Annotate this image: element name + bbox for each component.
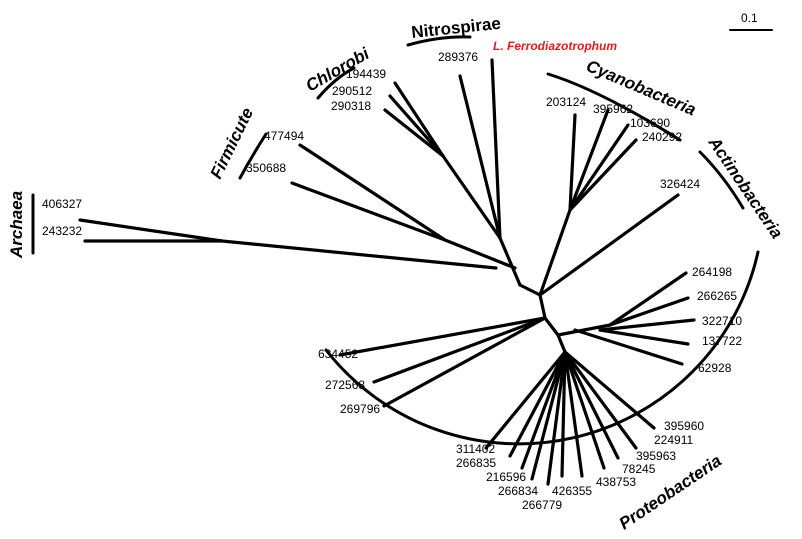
branch <box>598 328 690 346</box>
branch <box>220 239 498 270</box>
branch <box>490 58 502 240</box>
branch <box>484 350 567 450</box>
actinobacteria-label: Actinobacteria <box>704 133 786 242</box>
branch <box>520 350 567 470</box>
leaf-label: 137722 <box>702 334 742 348</box>
branch <box>538 193 680 297</box>
actinobacteria-bracket <box>698 150 745 210</box>
branch <box>498 236 522 287</box>
leaf-label: 62928 <box>698 361 732 375</box>
branch <box>518 283 542 297</box>
branch <box>443 238 517 270</box>
leaf-label: 290512 <box>332 84 372 98</box>
leaf-label: 269796 <box>340 402 380 416</box>
leaf-label: 240292 <box>642 130 682 144</box>
branch <box>383 108 445 158</box>
leaf-label: 78245 <box>622 462 656 476</box>
leaf-label: 395960 <box>664 419 704 433</box>
branch <box>556 333 567 354</box>
branch <box>78 218 224 243</box>
branch <box>298 143 447 242</box>
chlorobi-bracket <box>316 66 356 100</box>
leaf-label: 406327 <box>42 197 82 211</box>
tree-branches <box>78 58 696 486</box>
branch <box>382 316 547 408</box>
archaea-label: Archaea <box>7 191 26 259</box>
leaf-label: 289376 <box>438 50 478 64</box>
branch <box>546 350 567 486</box>
nitrospirae-bracket <box>406 35 472 47</box>
leaf-label: 326424 <box>660 177 700 191</box>
leaf-label: 395962 <box>593 102 633 116</box>
leaf-label: 272568 <box>325 378 365 392</box>
branch <box>608 296 690 327</box>
leaf-label: 322710 <box>702 314 742 328</box>
branch <box>568 113 577 212</box>
leaf-label: 395963 <box>636 449 676 463</box>
branch <box>530 350 567 481</box>
leaf-label: 224911 <box>654 433 693 447</box>
branch <box>393 81 445 158</box>
branch <box>338 316 547 357</box>
branch <box>568 123 630 212</box>
branch <box>563 350 656 430</box>
leaf-label: 243232 <box>42 224 82 238</box>
scale-label: 0.1 <box>741 11 758 25</box>
branch <box>556 323 612 337</box>
branch <box>563 350 638 450</box>
branch <box>441 154 502 240</box>
leaf-label: 264198 <box>692 265 732 279</box>
leaf-label: 290318 <box>331 99 371 113</box>
branch <box>568 138 638 212</box>
branch <box>563 350 584 478</box>
branch <box>508 350 567 458</box>
leaf-label: 266779 <box>522 498 562 512</box>
branch <box>458 74 502 240</box>
leaf-label: 438753 <box>596 475 636 489</box>
branch <box>608 271 688 327</box>
leaf-label: 477494 <box>264 129 304 143</box>
branch <box>563 350 606 470</box>
branch <box>538 293 547 320</box>
firmicute-bracket <box>238 132 268 180</box>
leaf-label: 350688 <box>246 161 286 175</box>
highlight-label: L. Ferrodiazotrophum <box>493 39 617 53</box>
leaf-label: 194439 <box>346 67 386 81</box>
branch <box>290 181 447 242</box>
branch <box>563 350 620 460</box>
branch <box>388 94 445 158</box>
branch <box>543 316 560 337</box>
branch <box>573 328 684 366</box>
branch <box>538 208 572 297</box>
leaf-label: 426355 <box>552 484 592 498</box>
leaf-label: 634452 <box>318 347 358 361</box>
leaf-label: 266265 <box>697 289 737 303</box>
branch <box>372 316 547 384</box>
branch <box>560 350 567 478</box>
leaf-label: 216596 <box>486 470 526 484</box>
leaf-label: 203124 <box>546 95 586 109</box>
cyanobacteria-bracket <box>546 72 682 142</box>
branch <box>598 318 696 332</box>
leaf-label: 103690 <box>630 116 670 130</box>
leaf-label: 266834 <box>498 484 538 498</box>
leaf-label: 266835 <box>456 456 496 470</box>
leaf-label: 311402 <box>456 442 495 456</box>
branch <box>568 108 610 212</box>
